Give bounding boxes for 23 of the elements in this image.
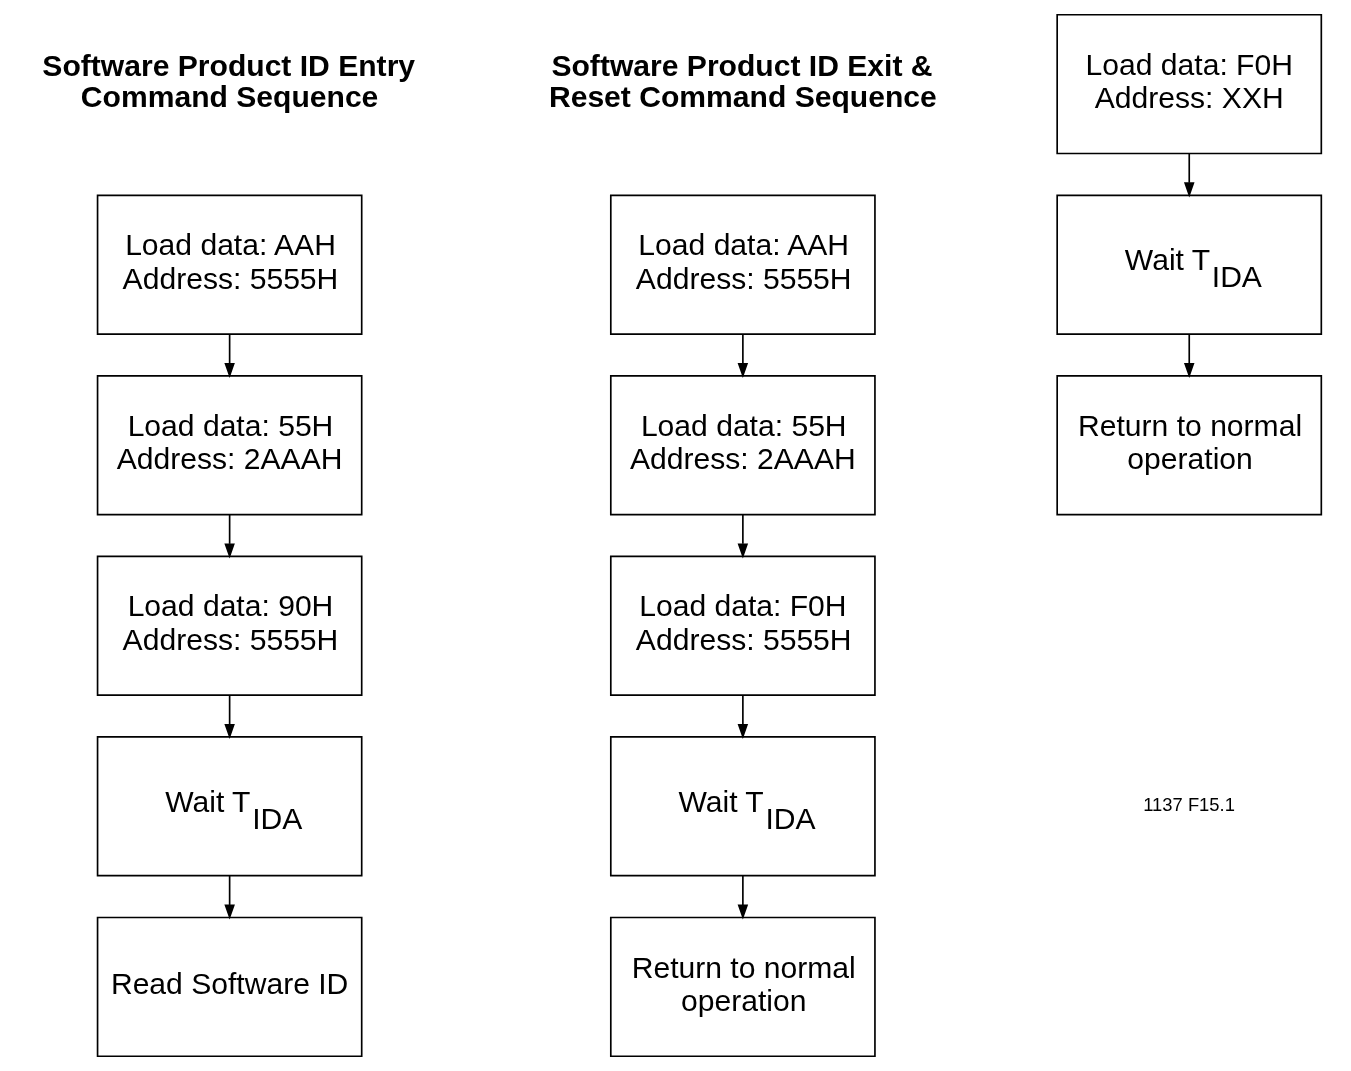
arrow <box>223 875 235 920</box>
node-box: Load data: 55H Address: 2AAAH <box>609 375 876 516</box>
node-box: Load data: AAH Address: 5555H <box>96 194 363 335</box>
node-box: Load data: F0H Address: XXH <box>1055 13 1322 155</box>
node-box: Return to normal operation <box>609 916 876 1058</box>
arrow <box>223 514 235 559</box>
arrow <box>223 694 235 740</box>
node-box: Return to normal operation <box>1055 375 1322 516</box>
arrow <box>737 694 748 740</box>
arrow <box>737 333 748 378</box>
label: 1137 F15.1 <box>1142 794 1235 816</box>
node-box: Read Software ID <box>96 916 363 1058</box>
node-box: Load data: 55H Address: 2AAAH <box>96 375 363 516</box>
node-box: Load data: AAH Address: 5555H <box>609 194 876 335</box>
arrow <box>737 875 748 920</box>
arrow <box>737 514 748 559</box>
arrow <box>223 333 235 378</box>
node-box: Load data: 90H Address: 5555H <box>96 555 363 696</box>
label: Software Product ID Exit & Reset Command Sequence <box>548 49 937 113</box>
label: Software Product ID Entry Command Sequence <box>41 49 415 113</box>
arrow <box>1183 152 1194 198</box>
arrow <box>1183 333 1194 378</box>
node-box: Load data: F0H Address: 5555H <box>609 555 876 696</box>
